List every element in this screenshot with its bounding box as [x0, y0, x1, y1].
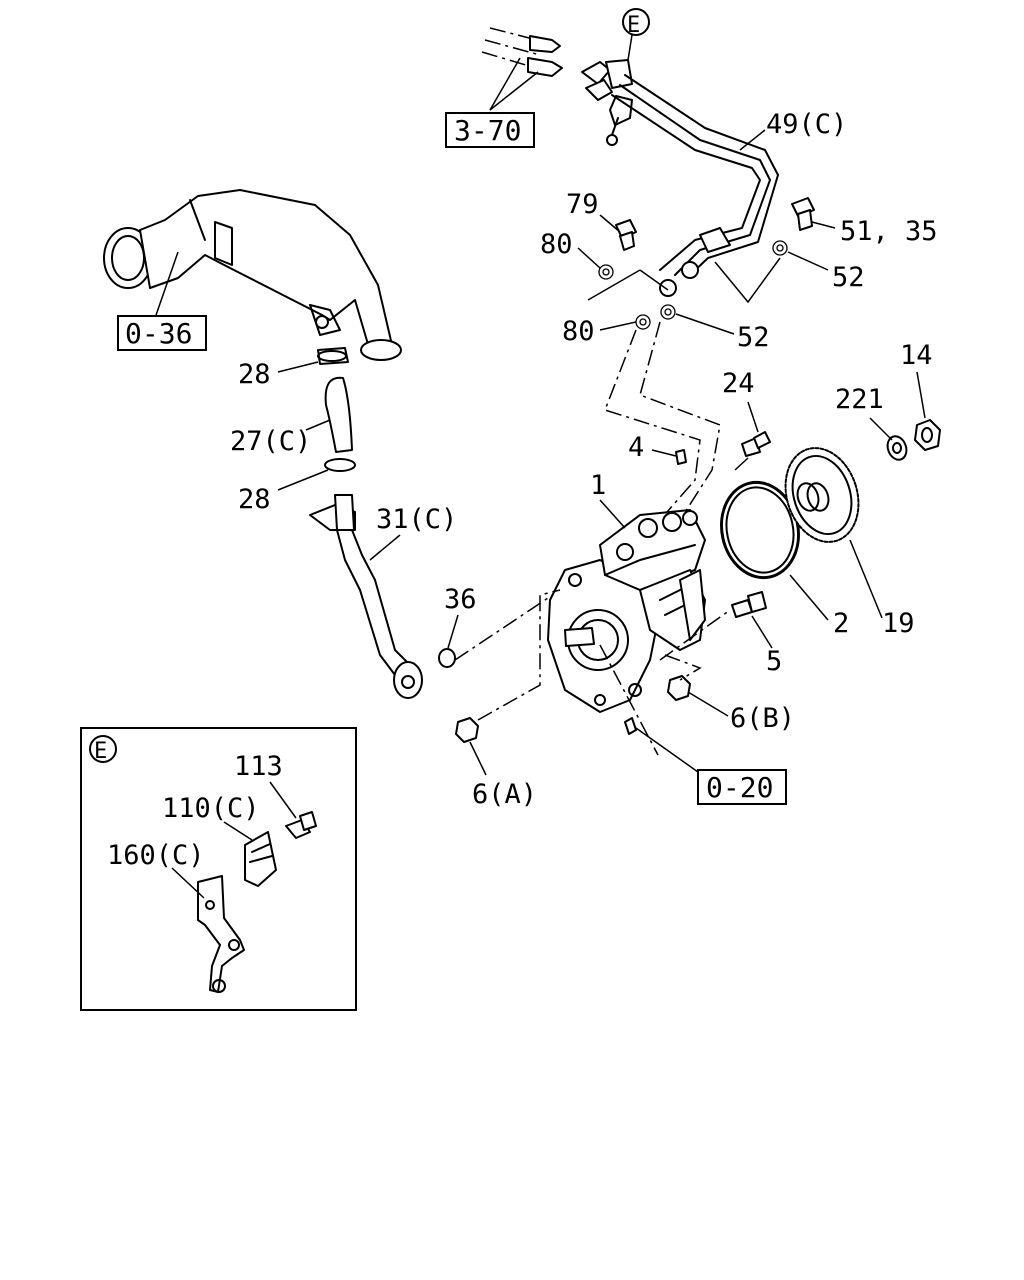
callout-51-35[interactable]: 51, 35	[840, 216, 938, 247]
callout-5[interactable]: 5	[766, 646, 782, 677]
fuel-pipe-49-drawing	[581, 34, 779, 297]
callout-27c[interactable]: 27(C)	[230, 426, 311, 457]
injector-lines-drawing	[481, 27, 563, 111]
callout-36[interactable]: 36	[444, 584, 477, 615]
view-marker-e[interactable]	[622, 8, 650, 36]
bolt-5-drawing	[731, 591, 767, 618]
gear-19-drawing	[784, 447, 860, 543]
detail-view-e-label[interactable]: E	[94, 739, 107, 764]
callout-24[interactable]: 24	[722, 368, 755, 399]
callout-80-top[interactable]: 80	[540, 229, 573, 260]
callout-1[interactable]: 1	[590, 470, 606, 501]
hose-clamp-drawing	[309, 347, 423, 699]
bolts-washers-drawing	[587, 197, 815, 330]
nut-6b-shape	[667, 675, 691, 701]
detail-bracket-drawing	[197, 811, 317, 993]
key-shape	[624, 717, 637, 735]
nut-6a-shape	[455, 717, 479, 743]
callout-28-top[interactable]: 28	[238, 359, 271, 390]
callout-4[interactable]: 4	[628, 432, 644, 463]
callout-14[interactable]: 14	[900, 340, 933, 371]
callout-160c[interactable]: 160(C)	[107, 840, 205, 871]
pin-4-shape	[675, 449, 687, 465]
callout-221[interactable]: 221	[835, 384, 884, 415]
intake-pipe-drawing	[103, 189, 402, 361]
callout-31c[interactable]: 31(C)	[376, 504, 457, 535]
callout-113[interactable]: 113	[234, 751, 283, 782]
callout-19[interactable]: 19	[882, 608, 915, 639]
ref-box-3-70[interactable]	[445, 112, 535, 148]
callout-52-top[interactable]: 52	[832, 262, 865, 293]
view-marker-e-label[interactable]: E	[627, 13, 640, 38]
plug-24-drawing	[734, 431, 771, 471]
callout-28-bottom[interactable]: 28	[238, 484, 271, 515]
callout-80-bottom[interactable]: 80	[562, 316, 595, 347]
callout-49c[interactable]: 49(C)	[766, 109, 847, 140]
ref-box-0-20[interactable]	[697, 769, 787, 805]
callout-52-bottom[interactable]: 52	[737, 322, 770, 353]
o-ring-36-shape	[438, 648, 456, 668]
detail-view-e-marker[interactable]	[89, 735, 117, 763]
ref-0-20[interactable]: 0-20	[706, 771, 773, 804]
ref-3-70[interactable]: 3-70	[454, 114, 521, 147]
callout-6b[interactable]: 6(B)	[730, 703, 795, 734]
callout-6a[interactable]: 6(A)	[472, 779, 537, 810]
callout-79[interactable]: 79	[566, 189, 599, 220]
injection-pump-drawing	[547, 509, 706, 713]
callout-110c[interactable]: 110(C)	[162, 793, 260, 824]
ref-box-0-36[interactable]	[117, 315, 207, 351]
callout-2[interactable]: 2	[833, 608, 849, 639]
ref-0-36[interactable]: 0-36	[125, 317, 192, 350]
washer-nut-drawing	[886, 419, 941, 461]
